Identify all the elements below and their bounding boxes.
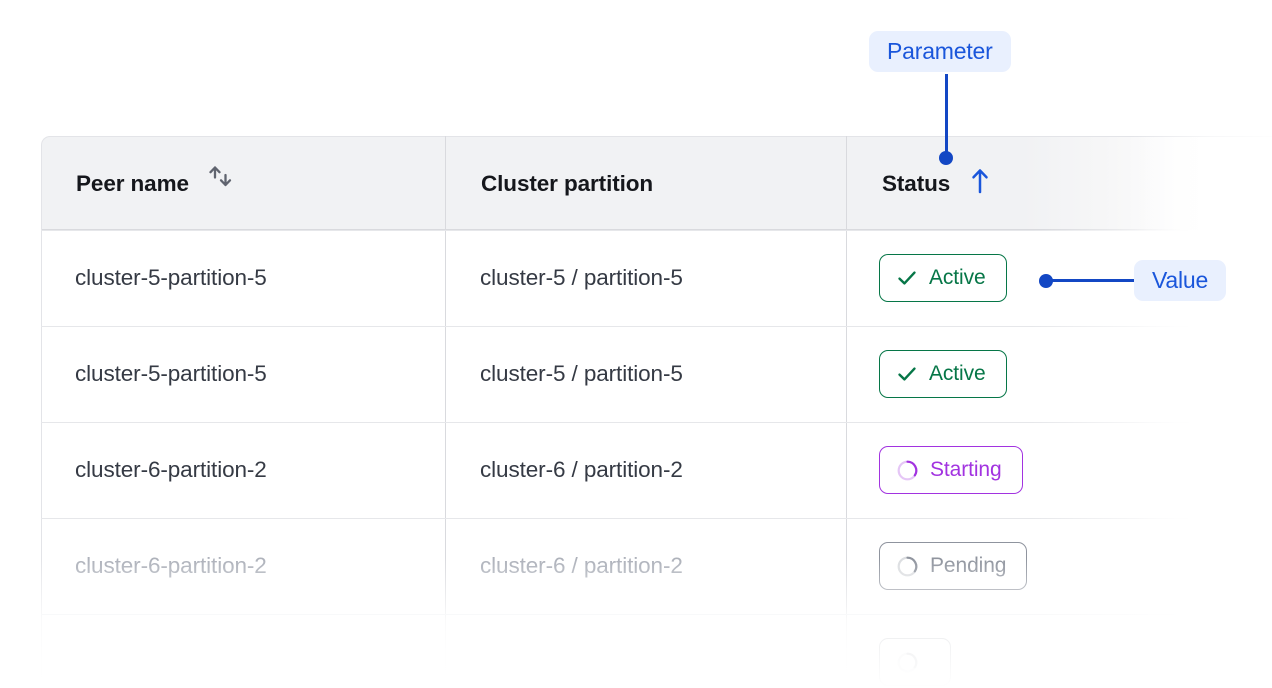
cell-cluster-partition: cluster-6 / partition-2 — [480, 553, 683, 578]
table-header-row: Peer name Cluster partition Status — [41, 136, 1272, 230]
annotation-badge-parameter: Parameter — [869, 31, 1011, 72]
cell-cluster-partition: cluster-5 / partition-5 — [480, 265, 683, 290]
status-badge-pending — [879, 638, 951, 686]
row-separator — [41, 230, 1272, 231]
spinner-icon — [896, 459, 919, 482]
status-badge-label: Active — [929, 266, 986, 289]
annotation-dot-parameter — [939, 151, 953, 165]
cell-status: Starting — [847, 422, 1272, 518]
annotation-connector-value — [1050, 279, 1135, 282]
status-badge-label: Pending — [930, 554, 1007, 577]
cell-peer-name: cluster-5-partition-5 — [75, 361, 267, 386]
status-badge-label: Starting — [930, 458, 1002, 481]
sort-updown-icon[interactable] — [207, 166, 234, 202]
table-row[interactable]: cluster-5-partition-5 cluster-5 / partit… — [41, 326, 1272, 422]
status-badge-active: Active — [879, 254, 1007, 302]
cell-cluster-partition — [446, 614, 847, 688]
column-divider-1 — [445, 136, 446, 688]
table-row[interactable]: cluster-6-partition-2 cluster-6 / partit… — [41, 422, 1272, 518]
row-separator — [41, 518, 1272, 519]
status-badge-active: Active — [879, 350, 1007, 398]
check-icon — [896, 363, 918, 385]
status-badge-pending: Pending — [879, 542, 1028, 590]
column-header-status-label: Status — [882, 171, 951, 196]
cell-peer-name: cluster-6-partition-2 — [75, 457, 267, 482]
column-header-peer-name-label: Peer name — [76, 171, 189, 196]
cell-status: Pending — [847, 518, 1272, 614]
table-row[interactable]: cluster-5-partition-5 cluster-5 / partit… — [41, 230, 1272, 326]
status-badge-starting: Starting — [879, 446, 1023, 494]
cell-status: Active — [847, 230, 1272, 326]
cell-peer-name: cluster-6-partition-2 — [75, 553, 267, 578]
cell-peer-name — [41, 614, 446, 688]
column-divider-2 — [846, 136, 847, 688]
column-header-status[interactable]: Status — [848, 137, 1272, 231]
cell-status — [847, 614, 1272, 688]
table-left-border — [41, 230, 42, 688]
cell-peer-name: cluster-5-partition-5 — [75, 265, 267, 290]
cell-cluster-partition: cluster-5 / partition-5 — [480, 361, 683, 386]
annotation-connector-parameter — [945, 74, 948, 158]
status-badge-label: Active — [929, 362, 986, 385]
peers-table-container: Peer name Cluster partition Status — [41, 136, 1272, 688]
spinner-icon — [896, 555, 919, 578]
annotation-badge-value: Value — [1134, 260, 1227, 301]
table-row[interactable] — [41, 614, 1272, 688]
cell-status: Active — [847, 326, 1272, 422]
cell-cluster-partition: cluster-6 / partition-2 — [480, 457, 683, 482]
annotation-dot-value — [1039, 274, 1053, 288]
table-row[interactable]: cluster-6-partition-2 cluster-6 / partit… — [41, 518, 1272, 614]
spinner-icon — [896, 651, 919, 674]
peers-table: Peer name Cluster partition Status — [41, 136, 1272, 688]
column-header-cluster-partition[interactable]: Cluster partition — [447, 137, 848, 231]
check-icon — [896, 267, 918, 289]
column-header-peer-name[interactable]: Peer name — [42, 137, 447, 231]
row-separator — [41, 326, 1272, 327]
row-separator — [41, 422, 1272, 423]
sort-up-icon[interactable] — [968, 167, 992, 201]
column-header-cluster-partition-label: Cluster partition — [481, 171, 654, 196]
